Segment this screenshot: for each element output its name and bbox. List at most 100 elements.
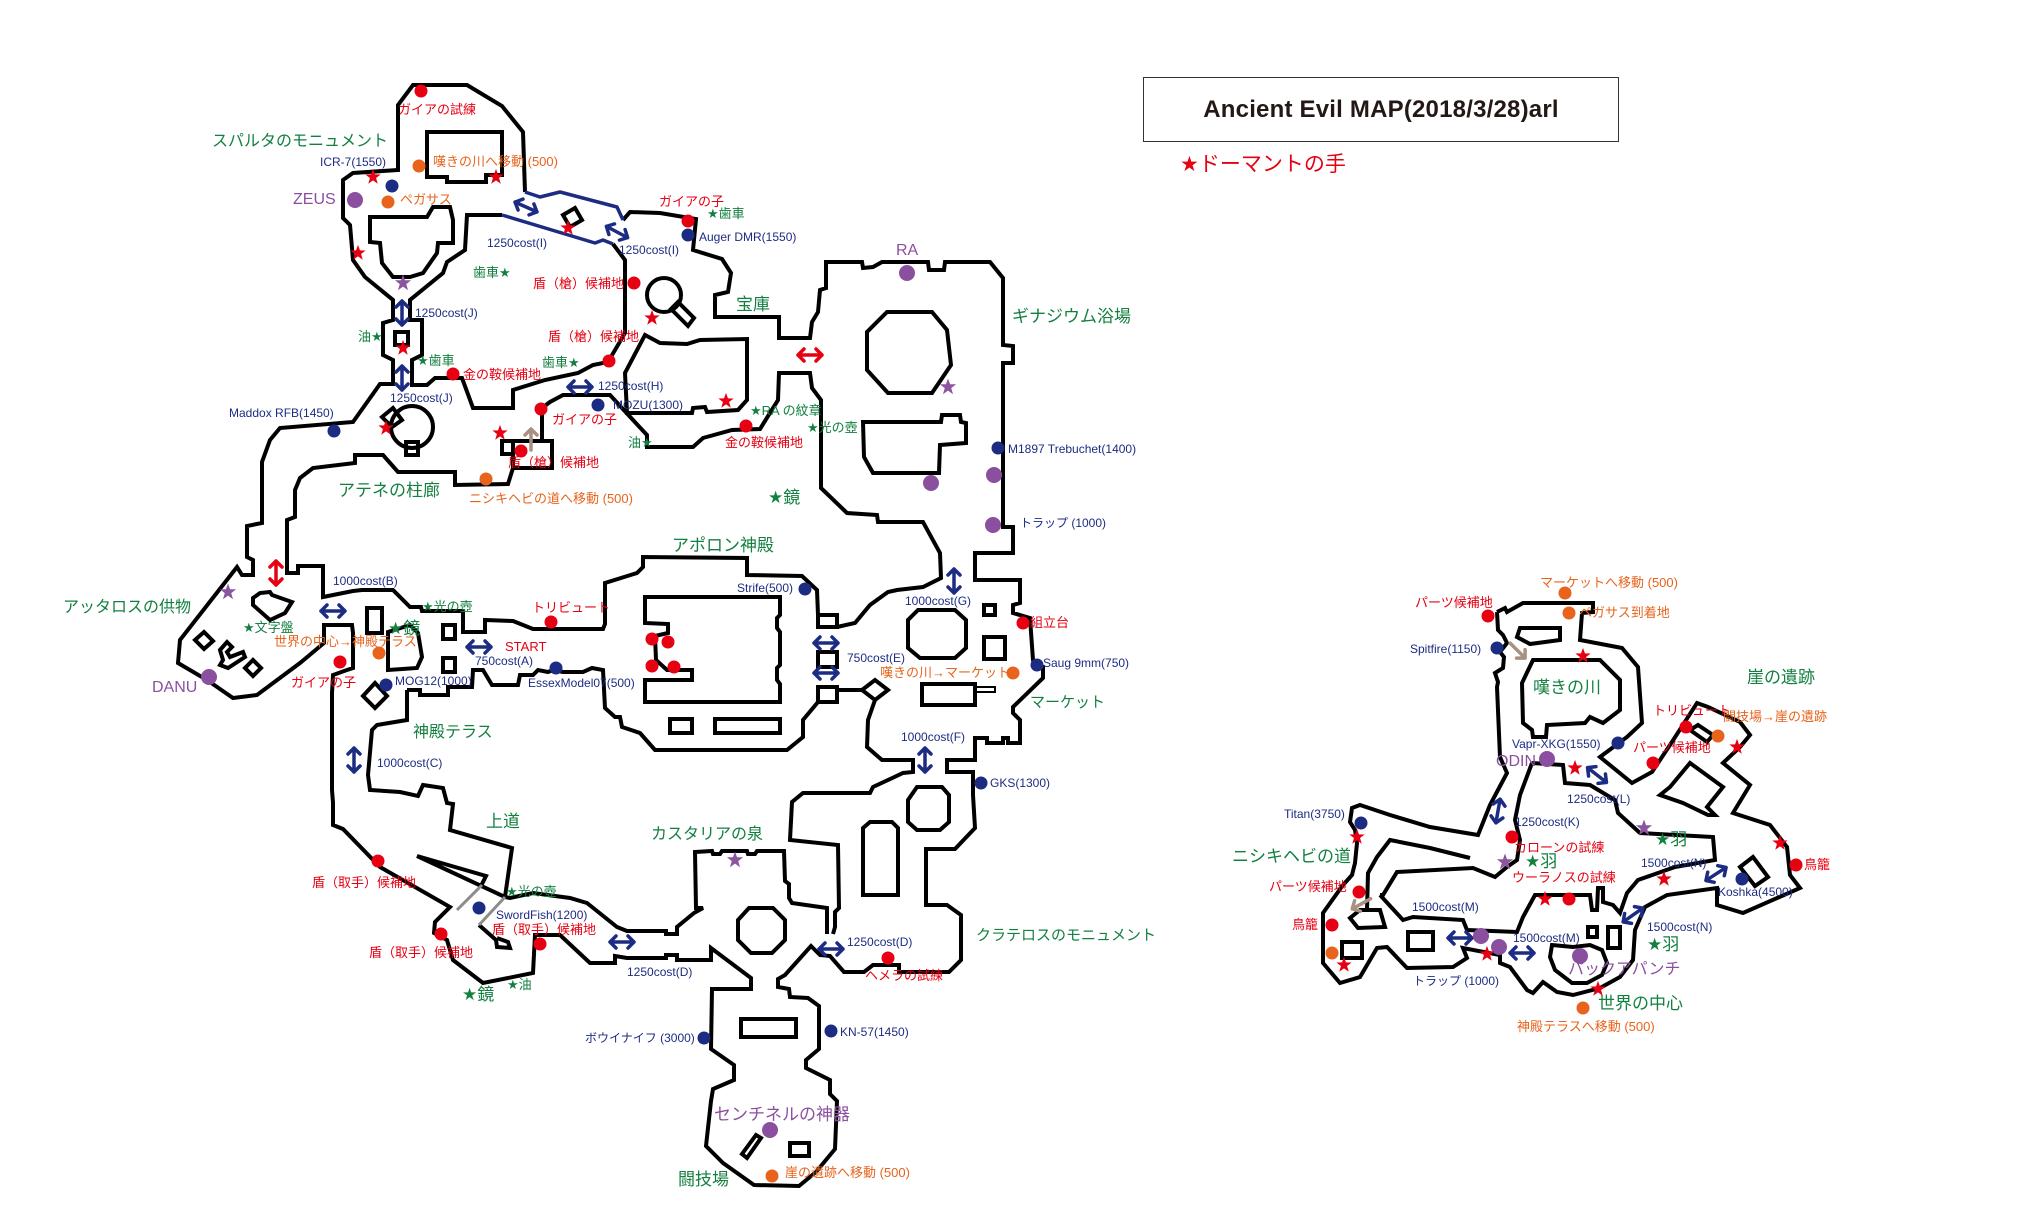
double-arrow-icon: [1508, 945, 1536, 961]
god-label: センチネルの神器: [714, 1105, 850, 1124]
map-wall: [217, 639, 248, 671]
warp-dot-marker: [1006, 666, 1020, 680]
weapon-label: MOG12(1000): [395, 674, 472, 688]
god-dot-marker: [762, 1122, 778, 1138]
red-star-icon: [718, 392, 734, 408]
map-wall: [408, 213, 627, 410]
map-wall: [285, 453, 820, 634]
map-wall: [441, 623, 457, 641]
map-wall: [788, 1141, 811, 1158]
double-arrow-icon: [917, 746, 933, 774]
red-dot-marker: [667, 660, 681, 674]
weapon-dot-marker: [1735, 872, 1749, 886]
weapon-label: M1897 Trebuchet(1400): [1008, 442, 1137, 456]
red-dot-marker: [1679, 720, 1693, 734]
map-wall: [393, 330, 410, 347]
red-dot-marker: [533, 937, 547, 951]
weapon-dot-marker: [681, 228, 695, 242]
map-wall: [365, 690, 829, 936]
red-dot-marker: [1789, 858, 1803, 872]
trial-label: 金の鞍候補地: [463, 367, 542, 382]
item-label: ★羽: [1655, 830, 1688, 849]
red-dot-marker: [1352, 885, 1366, 899]
weapon-label: GKS(1300): [990, 776, 1051, 790]
item-label: ★RA の紋章: [750, 403, 822, 418]
area-label: 崖の遺跡: [1747, 668, 1815, 687]
map-wall: [379, 405, 405, 430]
door-arrows: [268, 194, 1732, 961]
god-dot-marker: [201, 669, 217, 685]
warp-label: 嘆きの川へ移動 (500): [433, 154, 558, 169]
weapon-dot-marker: [591, 398, 605, 412]
blue-wall: [501, 213, 614, 246]
trial-label: 鳥籠: [1292, 917, 1319, 932]
map-wall: [500, 439, 515, 456]
item-label: 油★: [628, 435, 653, 450]
trial-label: ヘメラの試練: [865, 968, 944, 983]
map-wall: [739, 1132, 764, 1161]
red-dot-marker: [645, 632, 659, 646]
god-dot-marker: [347, 192, 363, 208]
god-dot-marker: [1473, 928, 1489, 944]
warp-dot-marker: [1558, 586, 1572, 600]
double-arrow-icon: [608, 934, 636, 950]
map-wall: [858, 677, 892, 703]
warp-label: 闘技場→崖の遺跡: [1723, 709, 1828, 724]
weapon-label: SwordFish(1200): [496, 908, 588, 922]
weapon-label: EssexModel07(500): [528, 676, 635, 690]
area-label: アテネの柱廊: [338, 481, 440, 500]
weapon-label: Saug 9mm(750): [1043, 656, 1130, 670]
god-label: ODIN: [1496, 753, 1536, 770]
warp-dot-marker: [1562, 606, 1576, 620]
warp-label: ニシキヘビの道へ移動 (500): [469, 491, 633, 506]
map-wall: [668, 717, 694, 735]
map-wall: [645, 276, 683, 314]
weapon-dot-marker: [798, 582, 812, 596]
area-label: クラテロスのモニュメント: [976, 927, 1157, 944]
map-wall: [736, 906, 787, 955]
door-cost-label: 1250cost(D): [847, 935, 913, 949]
orange-dots: [372, 159, 1725, 1183]
weapon-dot-marker: [1490, 641, 1504, 655]
area-label: 宝庫: [736, 295, 770, 314]
weapon-label: Vapr-XKG(1550): [1512, 737, 1601, 751]
area-label: 神殿テラス: [413, 724, 493, 741]
purple-star-icon: [726, 851, 744, 868]
item-label: ★羽: [1525, 852, 1558, 871]
door-cost-label: 1250cost(L): [1567, 792, 1631, 806]
map-wall: [386, 622, 425, 673]
red-dot-marker: [602, 354, 616, 368]
red-dot-marker: [1562, 892, 1576, 906]
trial-label: 盾（取手）候補地: [312, 875, 417, 890]
map-wall: [242, 657, 264, 679]
item-label: ★歯車: [417, 353, 455, 368]
weapon-label: Koshka(4500): [1718, 885, 1793, 899]
warp-label: 世界の中心→神殿テラス: [274, 634, 417, 649]
map-wall: [974, 686, 996, 693]
god-dot-marker: [986, 467, 1002, 483]
map-wall: [1737, 854, 1771, 889]
map-wall: [982, 603, 997, 617]
door-cost-label: 1500cost(N): [1641, 856, 1707, 870]
door-cost-label: 1250cost(I): [487, 236, 548, 250]
item-label: ★歯車: [707, 206, 745, 221]
red-dot-marker: [1481, 609, 1495, 623]
weapon-dot-marker: [1354, 816, 1368, 830]
map-wall: [739, 1017, 798, 1039]
trial-label: 盾（槍）候補地: [508, 455, 600, 470]
map-wall: [560, 205, 585, 230]
map-wall: [1606, 925, 1622, 950]
area-label: アッタロスの供物: [63, 599, 192, 616]
door-cost-label: 750cost(A): [475, 654, 534, 668]
door-cost-label: 1500cost(N): [1647, 920, 1713, 934]
map-wall: [1380, 762, 1534, 897]
map-wall: [1514, 626, 1562, 647]
red-star-icon: [1567, 759, 1583, 775]
red-dot-marker: [1646, 756, 1660, 770]
weapon-label: トラップ (1000): [1413, 974, 1500, 988]
map-wall: [540, 371, 944, 629]
item-label: 歯車★: [542, 355, 580, 370]
map-wall: [1365, 837, 1471, 911]
map-wall: [1347, 908, 1388, 931]
double-arrow-icon: [319, 603, 347, 619]
